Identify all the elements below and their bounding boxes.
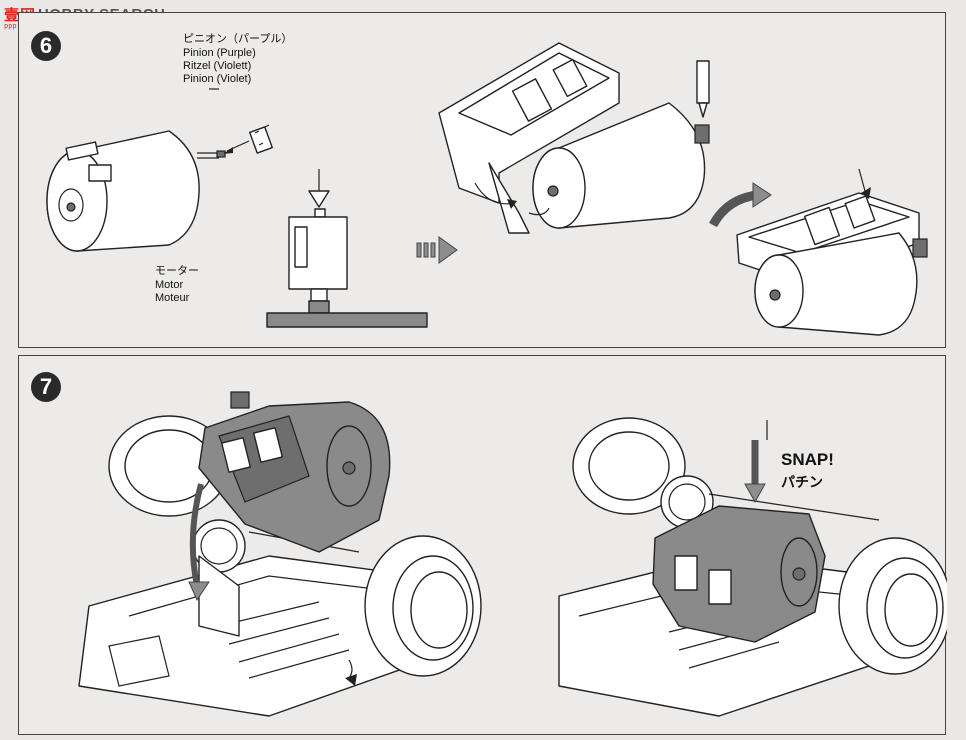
grease-tube-icon (696, 60, 710, 118)
motor-holder-open-illustration (438, 42, 710, 234)
snap-label-jp: パチン (781, 475, 823, 491)
motor-label-fr: Moteur (155, 292, 190, 304)
motor-label-jp: モーター (155, 265, 199, 277)
motor-holder-tilted-illustration (188, 391, 391, 686)
pinion-gear-illustration (209, 88, 273, 154)
progress-arrow-icon (416, 236, 458, 264)
motor-illustration (46, 130, 226, 252)
motor-holder-assembled-illustration (736, 168, 928, 336)
step-6-panel: 6 ピニオン（パープル） Pinion (Purple) Ritzel (Vio… (18, 12, 946, 348)
curved-arrow-icon (709, 182, 772, 228)
watermark-subtext: ppp.cn (4, 22, 30, 30)
step-7-badge: 7 (31, 372, 61, 402)
motor-holder-seated-illustration (652, 420, 826, 643)
step-7-illustration (78, 391, 947, 717)
step-6-badge: 6 (31, 31, 61, 61)
snap-label: SNAP! (781, 450, 834, 469)
pinion-press-illustration (266, 169, 428, 328)
motor-label-en: Motor (155, 279, 184, 291)
step-7-panel: 7 SNAP! パチン (18, 355, 947, 735)
step-6-illustration (46, 42, 928, 336)
pinion-label-jp: ピニオン（パープル） (183, 33, 293, 45)
pinion-label-fr: Pinion (Violet) (183, 73, 252, 85)
pinion-label-de: Ritzel (Violett) (183, 60, 252, 72)
chassis-left-illustration (78, 415, 482, 717)
pinion-label-en: Pinion (Purple) (183, 47, 256, 59)
